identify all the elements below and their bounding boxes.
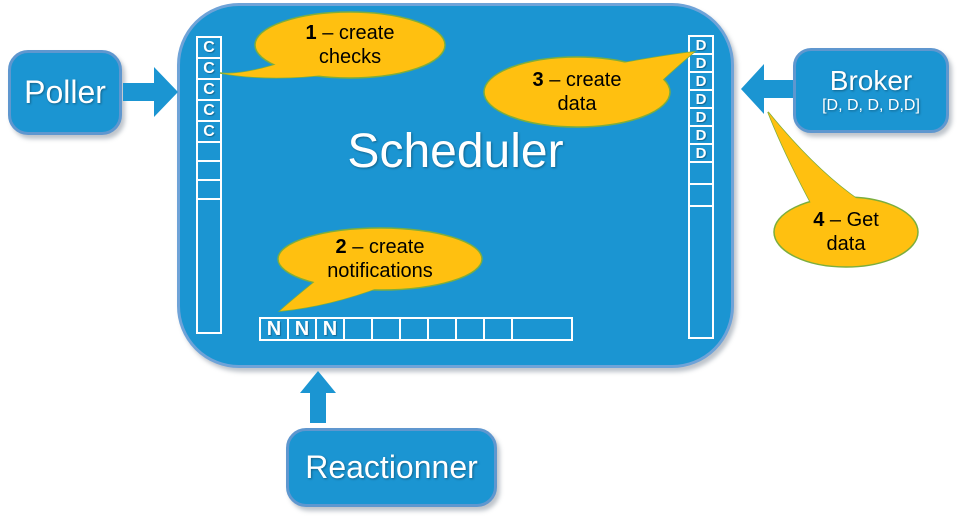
queue-cell	[688, 161, 714, 185]
speech-bubble-icon	[767, 111, 919, 268]
arrow-right-icon	[123, 66, 179, 118]
speech-bubble-icon	[277, 227, 483, 312]
callout-line: data	[826, 233, 866, 255]
queue-cell	[196, 179, 222, 200]
poller-box: Poller	[8, 50, 122, 135]
queue-cell	[427, 317, 457, 341]
reactionner-box: Reactionner	[286, 428, 497, 507]
callout-line: notifications	[327, 260, 433, 282]
callout-number: 3	[532, 69, 544, 91]
queue-cell	[196, 160, 222, 181]
queue-cell: D	[688, 143, 714, 163]
callout-line: 1 – create	[306, 21, 395, 45]
arrow-up-icon	[300, 371, 336, 423]
queue-cell	[688, 205, 714, 339]
queue-cell	[688, 183, 714, 207]
arrow-left-icon	[741, 64, 793, 114]
queue-cell: N	[259, 317, 289, 341]
queue-cell: C	[196, 120, 222, 143]
callout-line: 2 – create	[327, 235, 433, 259]
queue-cell	[511, 317, 573, 341]
broker-sublabel: [D, D, D, D,D]	[822, 96, 920, 114]
scheduler-title: Scheduler	[347, 125, 564, 178]
check-queue: C C C C C	[196, 36, 222, 334]
callout-line: checks	[318, 46, 382, 68]
callout-get-data: 4 – Get data	[758, 103, 922, 270]
queue-cell	[196, 198, 222, 334]
queue-cell	[196, 141, 222, 162]
queue-cell: N	[315, 317, 345, 341]
callout-line: data	[557, 93, 597, 115]
callout-number: 2	[335, 236, 347, 258]
queue-cell: N	[287, 317, 317, 341]
queue-cell	[399, 317, 429, 341]
callout-line: 4 – Get	[813, 208, 879, 232]
callout-line: 3 – create	[533, 68, 622, 92]
queue-cell	[455, 317, 485, 341]
data-queue: D D D D D D D	[688, 35, 714, 339]
broker-label: Broker	[829, 64, 913, 96]
notification-queue: N N N	[259, 317, 573, 341]
speech-bubble-icon	[483, 51, 697, 128]
reactionner-label: Reactionner	[305, 449, 478, 485]
queue-cell	[343, 317, 373, 341]
callout-create-checks: 1 – create checks	[215, 10, 448, 85]
broker-box: Broker [D, D, D, D,D]	[793, 48, 949, 133]
callout-text-part: – create	[549, 69, 622, 91]
queue-cell	[483, 317, 513, 341]
speech-bubble-icon	[219, 11, 446, 79]
queue-cell: C	[196, 99, 222, 122]
poller-label: Poller	[24, 74, 106, 110]
callout-create-data: 3 – create data	[482, 48, 700, 130]
callout-create-notifications: 2 – create notifications	[270, 226, 490, 315]
callout-text-part: – create	[352, 236, 425, 258]
queue-cell	[371, 317, 401, 341]
callout-text-part: – create	[322, 22, 395, 44]
callout-text-part: – Get	[829, 209, 879, 231]
callout-number: 1	[305, 22, 317, 44]
callout-number: 4	[813, 209, 825, 231]
